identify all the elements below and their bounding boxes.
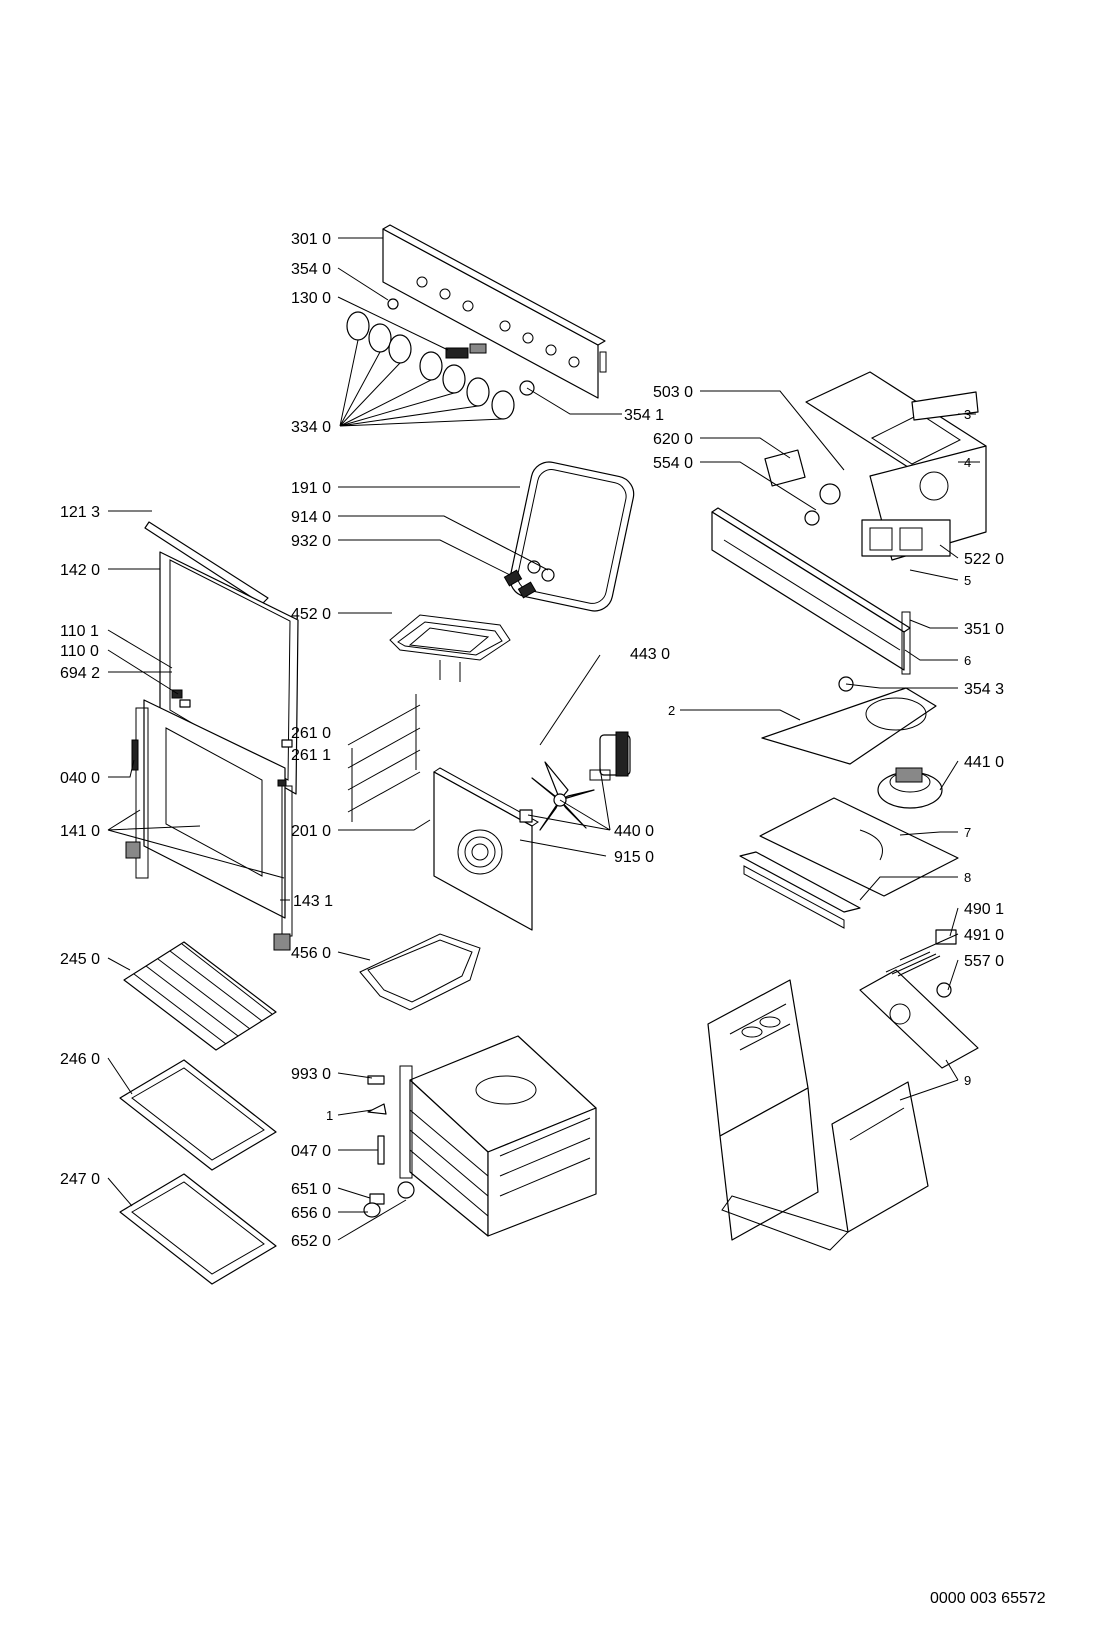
fan-blade xyxy=(519,761,595,831)
label-993-0: 993 0 xyxy=(291,1066,331,1083)
label-354-1: 354 1 xyxy=(624,407,664,424)
label-2: 2 xyxy=(668,703,675,718)
label-047-0: 047 0 xyxy=(291,1143,331,1160)
label-490-1: 490 1 xyxy=(964,901,1004,918)
indicator-lamp xyxy=(387,298,399,310)
label-6: 6 xyxy=(964,653,971,668)
bottom-heating-element xyxy=(359,933,481,1011)
label-915-0: 915 0 xyxy=(614,849,654,866)
label-5: 5 xyxy=(964,573,971,588)
top-insulation-panel xyxy=(761,687,937,765)
fan-housing xyxy=(877,767,943,809)
label-9: 9 xyxy=(964,1073,971,1088)
label-334-0: 334 0 xyxy=(291,419,331,436)
label-656-0: 656 0 xyxy=(291,1205,331,1222)
drip-tray xyxy=(119,1173,277,1285)
label-503-0: 503 0 xyxy=(653,384,693,401)
label-452-0: 452 0 xyxy=(291,606,331,623)
lamp-assembly-parts xyxy=(363,1075,415,1218)
door-outer-panel xyxy=(125,699,293,937)
label-261-0: 261 0 xyxy=(291,725,331,742)
label-247-0: 247 0 xyxy=(60,1171,100,1188)
shelf-runners xyxy=(347,694,421,822)
cooling-duct-plate xyxy=(759,797,959,897)
label-246-0: 246 0 xyxy=(60,1051,100,1068)
label-110-0: 110 0 xyxy=(60,643,99,660)
label-245-0: 245 0 xyxy=(60,951,100,968)
label-351-0: 351 0 xyxy=(964,621,1004,638)
front-trim-strip xyxy=(739,851,861,929)
label-456-0: 456 0 xyxy=(291,945,331,962)
thermostat-switch-parts xyxy=(764,449,951,557)
wire-shelf xyxy=(123,941,277,1051)
label-557-0: 557 0 xyxy=(964,953,1004,970)
label-932-0: 932 0 xyxy=(291,533,331,550)
label-491-0: 491 0 xyxy=(964,927,1004,944)
label-1: 1 xyxy=(326,1108,333,1123)
label-441-0: 441 0 xyxy=(964,754,1004,771)
label-7: 7 xyxy=(964,825,971,840)
label-694-2: 694 2 xyxy=(60,665,100,682)
label-4: 4 xyxy=(964,455,971,470)
document-number: 0000 003 65572 xyxy=(930,1590,1046,1607)
electronic-module xyxy=(859,951,979,1069)
label-8: 8 xyxy=(964,870,971,885)
label-440-0: 440 0 xyxy=(614,823,654,840)
control-bracket-frame xyxy=(711,507,911,675)
rear-fan-cover xyxy=(433,767,539,931)
connector-block xyxy=(935,929,957,945)
label-3: 3 xyxy=(964,407,971,422)
label-261-1: 261 1 xyxy=(291,747,331,764)
label-141-0: 141 0 xyxy=(60,823,100,840)
label-110-1: 110 1 xyxy=(60,623,99,640)
label-201-0: 201 0 xyxy=(291,823,331,840)
grill-element xyxy=(389,614,511,682)
label-652-0: 652 0 xyxy=(291,1233,331,1250)
baking-tray xyxy=(119,1059,277,1171)
switch-block xyxy=(445,343,487,359)
label-301-0: 301 0 xyxy=(291,231,331,248)
fan-motor xyxy=(589,731,631,781)
oven-cavity xyxy=(399,1035,597,1237)
label-354-3: 354 3 xyxy=(964,681,1004,698)
label-522-0: 522 0 xyxy=(964,551,1004,568)
door-seal-gasket xyxy=(509,461,635,612)
label-040-0: 040 0 xyxy=(60,770,100,787)
part-number-labels: 301 0 354 0 130 0 334 0 354 1 191 0 914 … xyxy=(60,231,1004,1250)
label-121-3: 121 3 xyxy=(60,504,100,521)
leader-lines xyxy=(107,237,980,1241)
lamp-fittings xyxy=(503,560,555,599)
control-panel-fascia xyxy=(382,224,607,399)
label-620-0: 620 0 xyxy=(653,431,693,448)
label-554-0: 554 0 xyxy=(653,455,693,472)
outer-casing xyxy=(707,979,929,1251)
label-191-0: 191 0 xyxy=(291,480,331,497)
door-hinge-fittings xyxy=(171,689,293,951)
label-443-0: 443 0 xyxy=(630,646,670,663)
label-354-0: 354 0 xyxy=(291,261,331,278)
label-142-0: 142 0 xyxy=(60,562,100,579)
label-914-0: 914 0 xyxy=(291,509,331,526)
control-knobs xyxy=(346,311,515,420)
label-143-1: 143 1 xyxy=(293,893,333,910)
label-130-0: 130 0 xyxy=(291,290,331,307)
label-651-0: 651 0 xyxy=(291,1181,331,1198)
